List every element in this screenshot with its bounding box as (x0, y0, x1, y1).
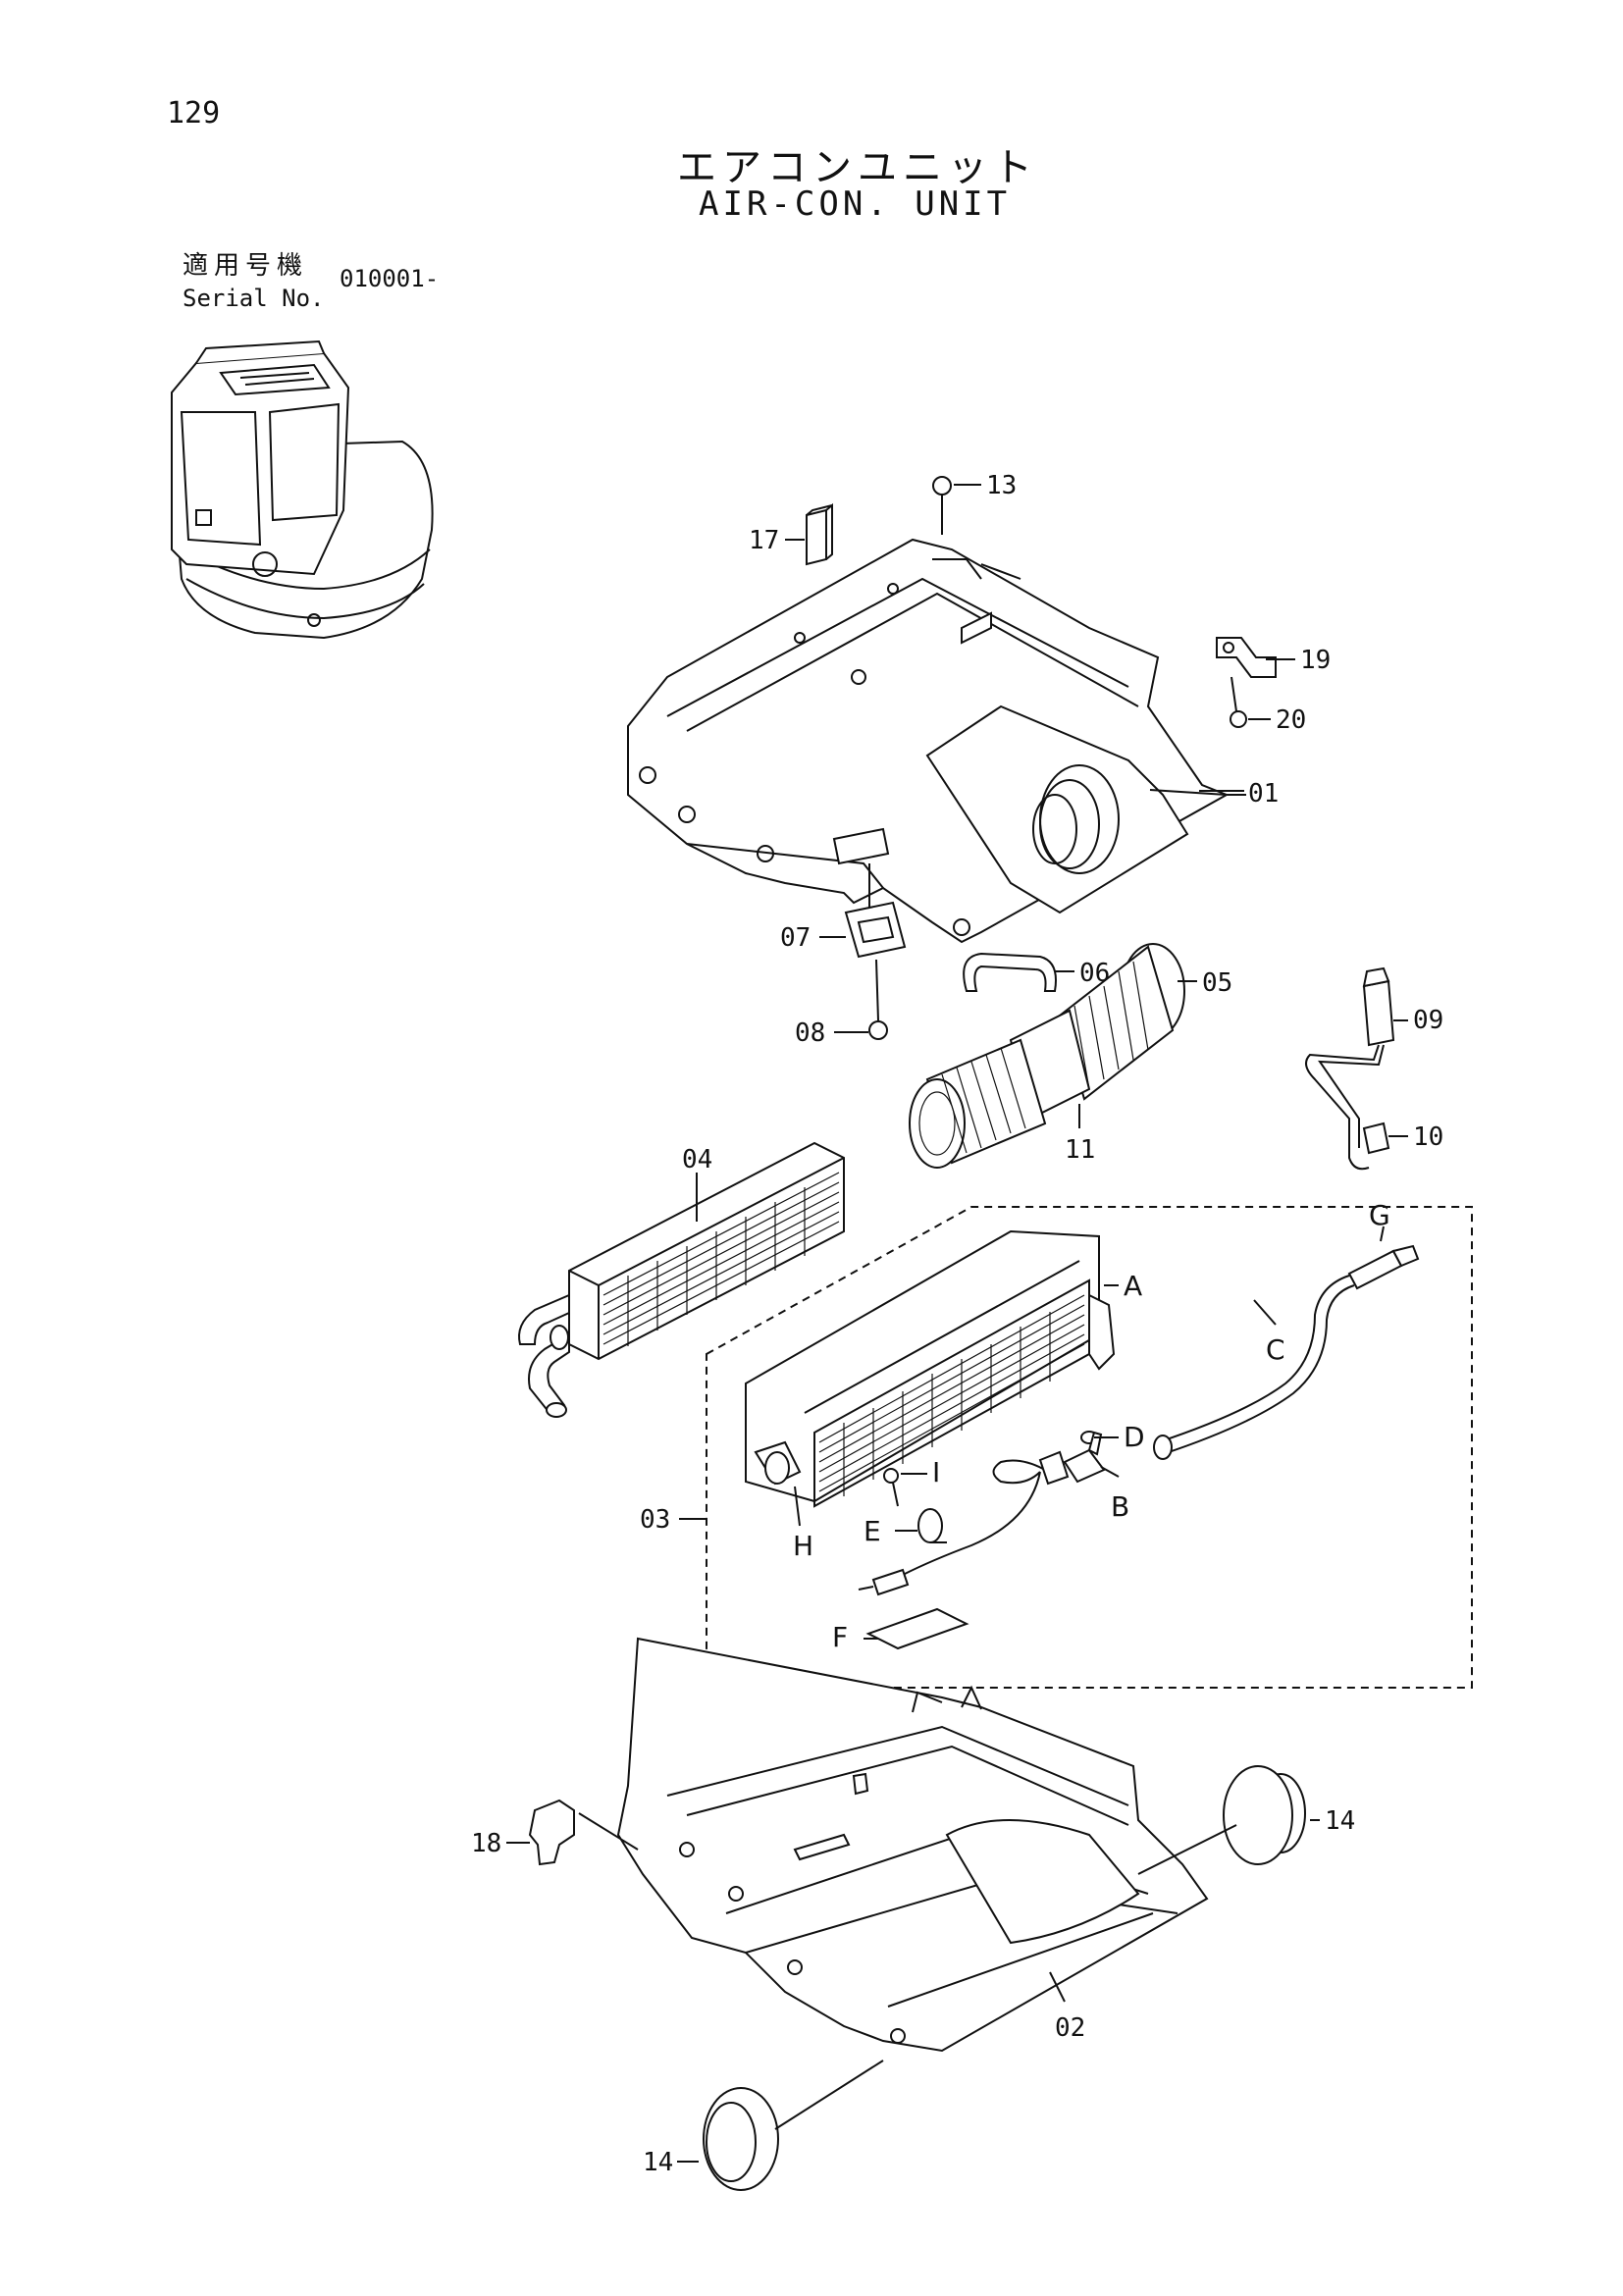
callout-04: 04 (682, 1145, 712, 1174)
part-17-block (806, 508, 827, 566)
serial-label-jp: 適用号機 (183, 251, 309, 281)
part-18-bracket (528, 1799, 575, 1866)
callout-01: 01 (1248, 779, 1279, 809)
callout-09: 09 (1413, 1006, 1443, 1035)
part-I-screw (883, 1468, 899, 1507)
callout-17: 17 (749, 526, 779, 555)
evaporator-group-outline (706, 1206, 1473, 1689)
sensor-wire (902, 1459, 1044, 1576)
part-19-clamp (1216, 637, 1277, 678)
callout-I: I (932, 1456, 940, 1488)
callout-A: A (1124, 1270, 1142, 1302)
part-05-fan (1058, 943, 1185, 1101)
part-11-motor (909, 1009, 1091, 1169)
callout-E: E (864, 1515, 881, 1547)
callout-06: 06 (1079, 959, 1110, 988)
part-13-screw (932, 476, 952, 535)
part-F-pad (865, 1607, 969, 1650)
part-B-valve (1038, 1431, 1106, 1486)
callout-H: H (793, 1530, 813, 1562)
machine-thumbnail (171, 339, 434, 640)
leader-lines (506, 484, 1408, 2163)
part-06-hose (963, 952, 1057, 992)
part-14-grommet-lower (703, 2087, 779, 2191)
lower-case (616, 1637, 1209, 2053)
serial-value: 010001- (340, 265, 440, 292)
callout-B: B (1111, 1490, 1129, 1523)
callout-02: 02 (1055, 2013, 1085, 2043)
callout-19: 19 (1300, 646, 1331, 675)
callout-13: 13 (986, 471, 1017, 500)
callout-G: G (1369, 1199, 1390, 1231)
callout-07: 07 (780, 923, 811, 953)
part-G-fitting (1347, 1244, 1420, 1290)
part-08-screw (868, 959, 888, 1040)
callout-20: 20 (1276, 705, 1306, 735)
callout-08: 08 (795, 1018, 825, 1048)
callout-C: C (1266, 1333, 1285, 1366)
serial-label-en: Serial No. (183, 285, 325, 312)
part-09-harness (1305, 966, 1395, 1171)
callout-14-lower: 14 (643, 2148, 673, 2177)
page-title-en: AIR-CON. UNIT (699, 184, 1012, 224)
part-04-heater-core (518, 1141, 845, 1418)
callout-05: 05 (1202, 968, 1232, 998)
page-title-jp: エアコンユニット (677, 145, 1038, 190)
upper-case (627, 538, 1230, 944)
part-07-resistor (844, 863, 907, 959)
callout-11: 11 (1065, 1135, 1095, 1165)
callout-10: 10 (1413, 1122, 1443, 1152)
callout-D: D (1124, 1421, 1145, 1453)
callout-18: 18 (471, 1829, 501, 1858)
part-20-screw (1230, 676, 1247, 728)
callout-14-upper: 14 (1325, 1806, 1355, 1836)
part-14-grommet-upper (1223, 1765, 1306, 1865)
part-A-evaporator (745, 1229, 1116, 1508)
part-E-clamp (917, 1508, 947, 1543)
page-number: 129 (167, 96, 221, 130)
callout-labels: 01 02 03 04 05 06 07 08 09 10 11 13 14 1… (471, 471, 1443, 2177)
callout-03: 03 (640, 1505, 670, 1535)
callout-F: F (832, 1621, 848, 1653)
part-10-clip (1362, 1122, 1390, 1155)
part-C-pipe (1157, 1275, 1350, 1443)
